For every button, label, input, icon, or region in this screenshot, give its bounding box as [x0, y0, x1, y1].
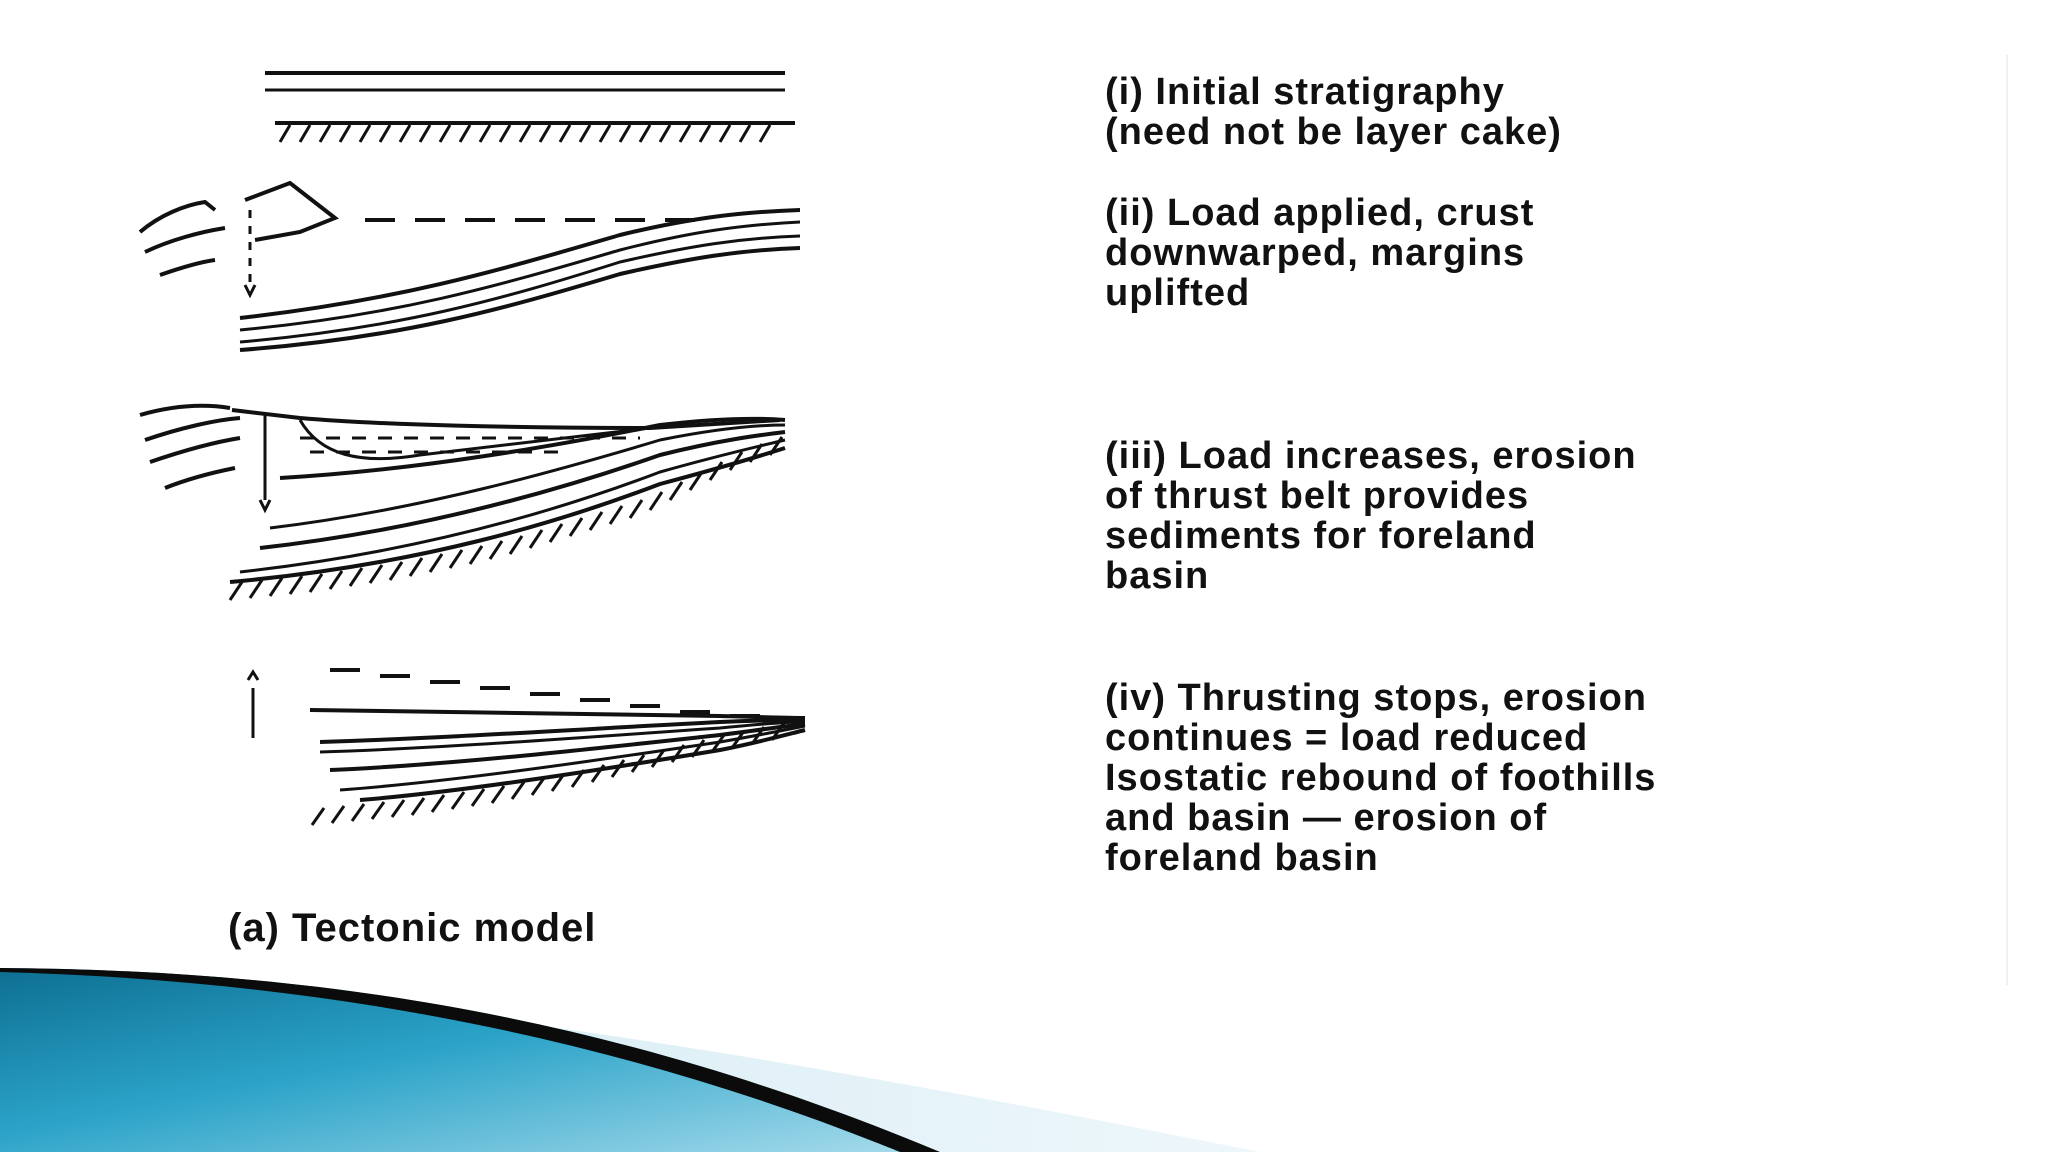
- right-edge-line: [2006, 55, 2008, 985]
- diagram-caption: (a) Tectonic model: [228, 906, 597, 950]
- stage-i-sketch: [265, 71, 795, 143]
- stage-iv-description: (iv) Thrusting stops, erosion continues …: [1105, 677, 1657, 879]
- stage-ii-description: (ii) Load applied, crust downwarped, mar…: [1105, 192, 1535, 314]
- stage-iii-sketch: [139, 403, 786, 601]
- stage-iii-description: (iii) Load increases, erosion of thrust …: [1105, 435, 1637, 597]
- stage-i-description: (i) Initial stratigraphy (need not be la…: [1105, 71, 1562, 153]
- slide-swoosh-decoration: [0, 968, 1260, 1152]
- stage-iv-sketch: [246, 668, 806, 826]
- stage-ii-sketch: [138, 180, 801, 352]
